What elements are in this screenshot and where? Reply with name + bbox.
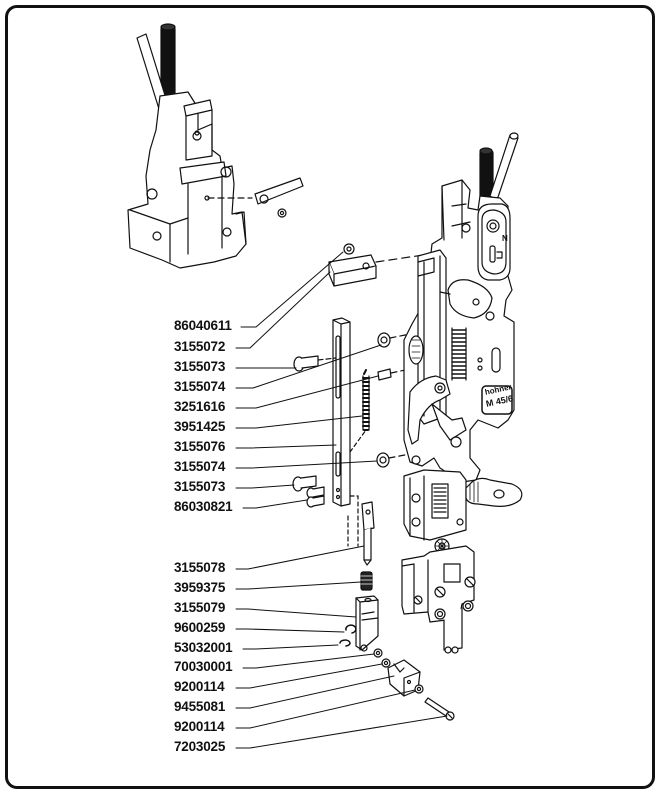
part-number-label: 86040611: [174, 318, 232, 333]
part-number-label: 9200114: [174, 679, 225, 694]
part-block-3155079: [355, 595, 379, 651]
selector-plate: [477, 203, 511, 281]
black-rod: [160, 25, 176, 97]
leader-lines: [235, 251, 448, 749]
part-number-label: 3155074: [174, 379, 226, 394]
mini-bracket: [254, 177, 304, 205]
triangular-knob: [447, 279, 493, 319]
part-spring-3959375: [360, 571, 373, 591]
main-spring: [451, 327, 467, 381]
part-number-label: 9600259: [174, 620, 226, 635]
diagram-frame: [5, 5, 655, 789]
main-assembly: [401, 132, 523, 654]
part-pin-7203025: [424, 697, 450, 717]
part-bracket-3155072: [328, 261, 377, 287]
part-number-label: 9455081: [174, 699, 226, 714]
exploded-parts: [292, 243, 455, 721]
part-circlip-9600259: [345, 624, 357, 634]
part-bushing-3155074: [377, 332, 391, 348]
part-number-label: 3155079: [174, 600, 226, 615]
brand-plate: [481, 385, 513, 415]
selector-mark-label: N: [502, 234, 508, 243]
part-number-label: 7203025: [174, 739, 226, 754]
part-washer-9200114-lower: [414, 684, 424, 694]
main-white-rod: [489, 134, 519, 201]
part-pin: [377, 368, 392, 381]
part-number-label: 3155073: [174, 479, 226, 494]
part-number-label: 3951425: [174, 419, 226, 434]
mini-screw: [277, 208, 287, 218]
part-spring-3951425: [362, 369, 370, 431]
part-number-label: 3155073: [174, 359, 226, 374]
part-number-label: 9200114: [174, 719, 225, 734]
part-number-label: 86030821: [174, 499, 233, 514]
part-number-label: 3155078: [174, 560, 226, 575]
part-number-label: 3155072: [174, 339, 226, 354]
part-number-label: 3251616: [174, 399, 226, 414]
part-number-label: 3155076: [174, 439, 226, 454]
overview-assembly: [127, 23, 304, 269]
part-clip-53032001: [339, 639, 351, 647]
part-bushing-3155074-lower: [376, 452, 390, 468]
part-number-label: 3155074: [174, 459, 226, 474]
part-number-label: 53032001: [174, 640, 233, 655]
part-screw-86040611: [343, 243, 355, 255]
part-washer-9200114: [381, 658, 391, 668]
part-number-label: 70030001: [174, 659, 233, 674]
part-number-label: 3959375: [174, 580, 226, 595]
part-washer-70030001: [373, 648, 383, 658]
part-pin-3155078: [363, 527, 372, 561]
